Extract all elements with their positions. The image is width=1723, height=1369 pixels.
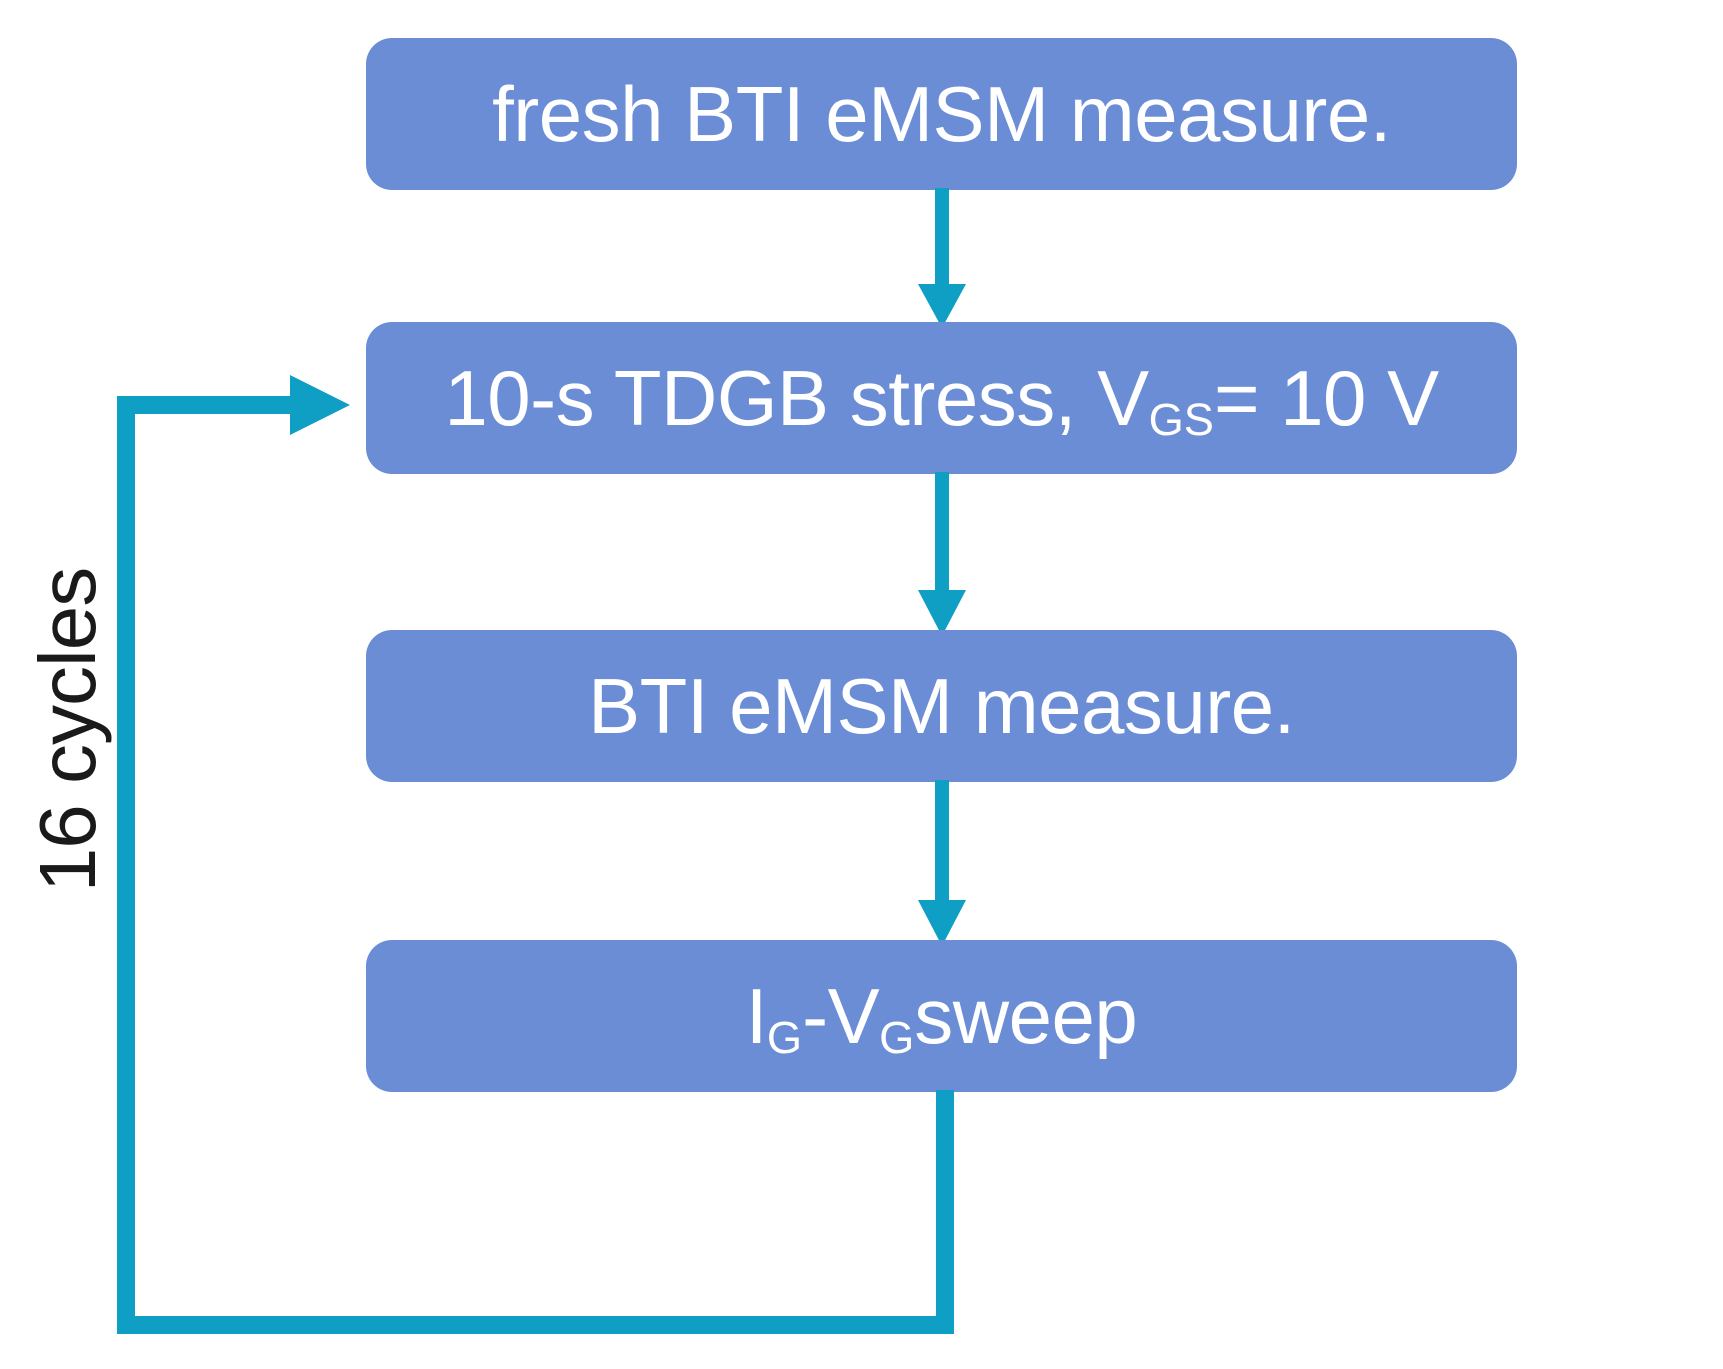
process-box-fresh-measure[interactable]: fresh BTI eMSM measure. — [366, 38, 1517, 190]
subscript-gs: GS — [1148, 393, 1214, 445]
process-box-bti-measure[interactable]: BTI eMSM measure. — [366, 630, 1517, 782]
feedback-loop-connector — [110, 370, 990, 1345]
process-label-bti-measure: BTI eMSM measure. — [588, 662, 1295, 750]
cycle-count-label: 16 cycles — [18, 560, 118, 900]
down-arrow-icon-stress-to-measure — [902, 472, 982, 636]
down-arrow-icon-measure-to-sweep — [902, 780, 982, 946]
subscript-g-current: G — [766, 1011, 803, 1063]
process-label-fresh-measure: fresh BTI eMSM measure. — [492, 70, 1391, 158]
subscript-g-voltage: G — [879, 1011, 915, 1063]
cycle-count-text: 16 cycles — [23, 567, 112, 893]
down-arrow-icon-fresh-to-stress — [902, 188, 982, 328]
